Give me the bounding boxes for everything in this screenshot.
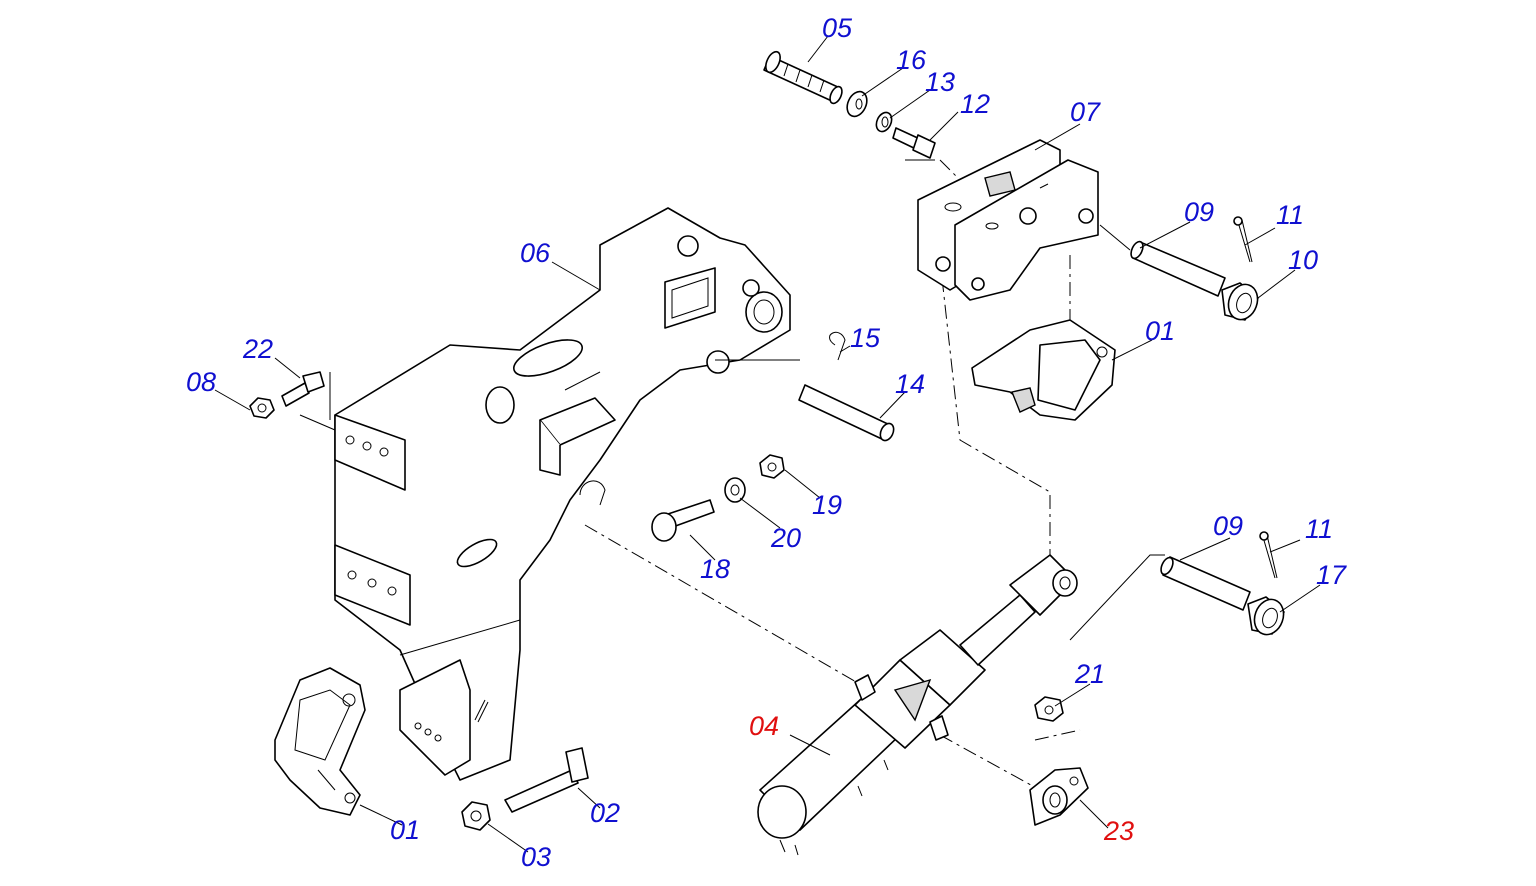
callout-11-lower: 11	[1305, 514, 1333, 544]
part-01-bracket-upper	[971, 319, 1116, 421]
callout-18: 18	[700, 554, 730, 584]
part-11-cotter-upper	[1233, 216, 1253, 263]
part-20-washer	[724, 477, 746, 503]
assembly-axes	[584, 159, 1081, 791]
callout-12: 12	[960, 89, 990, 119]
part-14-pin	[798, 384, 895, 442]
callout-13: 13	[925, 67, 955, 97]
callout-21: 21	[1074, 659, 1105, 689]
part-21-nut	[1034, 696, 1064, 722]
callout-labels: 05 16 13 12 07 09 11 10 06 01 15 22 14 0…	[186, 13, 1347, 872]
callout-02: 02	[590, 798, 620, 828]
part-17-bushing	[1247, 596, 1285, 636]
callout-04: 04	[749, 711, 779, 741]
callout-11-upper: 11	[1276, 200, 1304, 230]
part-13-lock-washer	[875, 111, 893, 133]
leader-lines	[214, 35, 1321, 853]
callout-19: 19	[812, 490, 842, 520]
callout-03: 03	[521, 842, 551, 872]
part-10-bushing	[1221, 282, 1259, 321]
callout-05: 05	[822, 13, 853, 43]
part-07-bracket	[917, 139, 1099, 301]
part-02-bolt	[504, 747, 589, 813]
part-03-nut	[461, 801, 491, 831]
callout-16: 16	[896, 45, 927, 75]
callout-15: 15	[850, 323, 881, 353]
callout-01-upper: 01	[1145, 316, 1175, 346]
callout-14: 14	[895, 369, 925, 399]
part-06-main-frame	[334, 207, 791, 781]
callout-09-upper: 09	[1184, 197, 1214, 227]
part-04-cylinder	[757, 554, 1078, 856]
part-16-washer	[846, 90, 868, 118]
part-12-bolt	[892, 127, 936, 159]
part-08-nut	[249, 397, 275, 419]
callout-23: 23	[1103, 816, 1134, 846]
callout-08: 08	[186, 367, 216, 397]
part-01-bracket-lower	[274, 667, 366, 816]
callout-10: 10	[1288, 245, 1318, 275]
part-09-pin-lower	[1160, 556, 1251, 611]
callout-22: 22	[242, 334, 273, 364]
part-05-pin	[763, 50, 843, 105]
part-22-bolt	[281, 371, 325, 407]
callout-17: 17	[1316, 560, 1347, 590]
part-19-nut	[759, 454, 785, 479]
callout-01-lower: 01	[390, 815, 420, 845]
callout-07: 07	[1070, 97, 1101, 127]
callout-20: 20	[770, 523, 801, 553]
part-09-pin-upper	[1130, 240, 1226, 297]
callout-09-lower: 09	[1213, 511, 1243, 541]
callout-06: 06	[520, 238, 551, 268]
part-23-flange	[1029, 767, 1089, 826]
part-15-clip	[829, 331, 846, 361]
part-18-bolt	[651, 499, 715, 542]
part-11-cotter-lower	[1259, 531, 1278, 579]
